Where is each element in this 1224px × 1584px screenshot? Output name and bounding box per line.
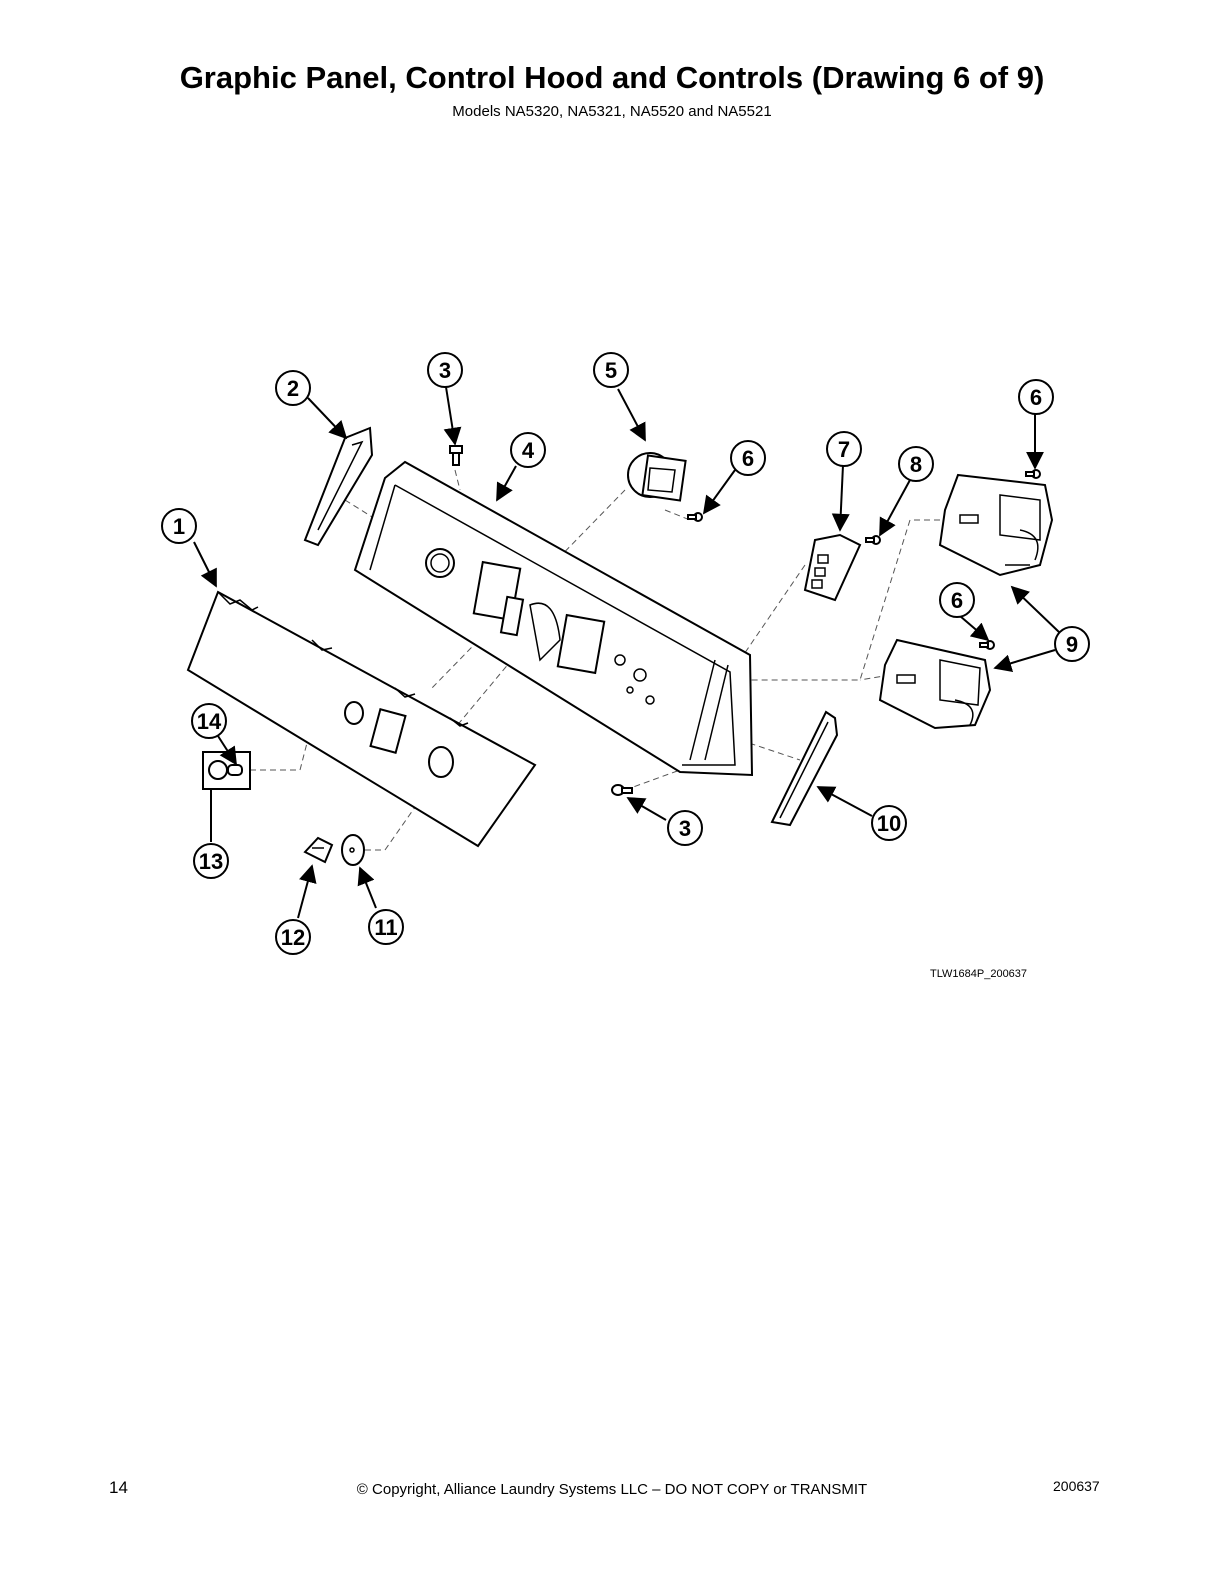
callout-label: 13 [199, 849, 223, 874]
callout-4: 4 [510, 432, 546, 468]
callout-label: 7 [838, 437, 850, 462]
screw-6-b [1025, 469, 1041, 479]
timer-lower [878, 638, 992, 730]
callout-9: 9 [1054, 626, 1090, 662]
drawing-id: TLW1684P_200637 [930, 968, 1028, 980]
callout-label: 6 [1030, 385, 1042, 410]
screw-6-c [979, 640, 995, 650]
screw-6-a [687, 512, 703, 522]
right-end-cap [770, 710, 839, 827]
rotary-switch [627, 452, 687, 502]
callout-label: 5 [605, 358, 617, 383]
callout-label: 3 [679, 816, 691, 841]
callout-1: 1 [161, 508, 197, 544]
callout-6-a: 6 [730, 440, 766, 476]
callout-11: 11 [368, 909, 404, 945]
callout-12: 12 [275, 919, 311, 955]
control-knob [341, 834, 365, 866]
push-button [303, 836, 334, 864]
screw-8 [865, 535, 881, 545]
callout-14: 14 [191, 703, 227, 739]
callout-label: 4 [522, 438, 535, 463]
left-end-cap [303, 426, 374, 547]
screw-top [449, 445, 463, 466]
leader-arrows [193, 386, 1061, 919]
callout-8: 8 [898, 446, 934, 482]
copyright-notice: © Copyright, Alliance Laundry Systems LL… [356, 1481, 868, 1498]
callout-label: 9 [1066, 632, 1078, 657]
document-number: 200637 [1053, 1478, 1100, 1494]
callout-3-top: 3 [427, 352, 463, 388]
callout-6-c: 6 [939, 582, 975, 618]
callout-13: 13 [193, 843, 229, 879]
callout-label: 11 [374, 915, 397, 940]
callout-3-bottom: 3 [667, 810, 703, 846]
page-number: 14 [109, 1478, 128, 1497]
graphic-panel [186, 590, 537, 848]
callout-label: 2 [287, 376, 299, 401]
callout-label: 8 [910, 452, 922, 477]
callout-label: 14 [197, 709, 222, 734]
indicator-bracket [202, 751, 251, 790]
callout-7: 7 [826, 431, 862, 467]
callout-label: 10 [877, 811, 901, 836]
callout-5: 5 [593, 352, 629, 388]
timer-upper [938, 473, 1054, 577]
control-hood [353, 460, 754, 777]
screw-bottom [611, 784, 633, 796]
models-subtitle: Models NA5320, NA5321, NA5520 and NA5521 [452, 103, 772, 120]
callout-6-b: 6 [1018, 379, 1054, 415]
callout-label: 3 [439, 358, 451, 383]
callout-label: 12 [281, 925, 305, 950]
page-title: Graphic Panel, Control Hood and Controls… [179, 60, 1045, 95]
callout-label: 1 [173, 514, 185, 539]
callout-2: 2 [275, 370, 311, 406]
callout-label: 6 [951, 588, 963, 613]
callout-label: 6 [742, 446, 754, 471]
callout-10: 10 [871, 805, 907, 841]
selector-switch [803, 533, 862, 602]
